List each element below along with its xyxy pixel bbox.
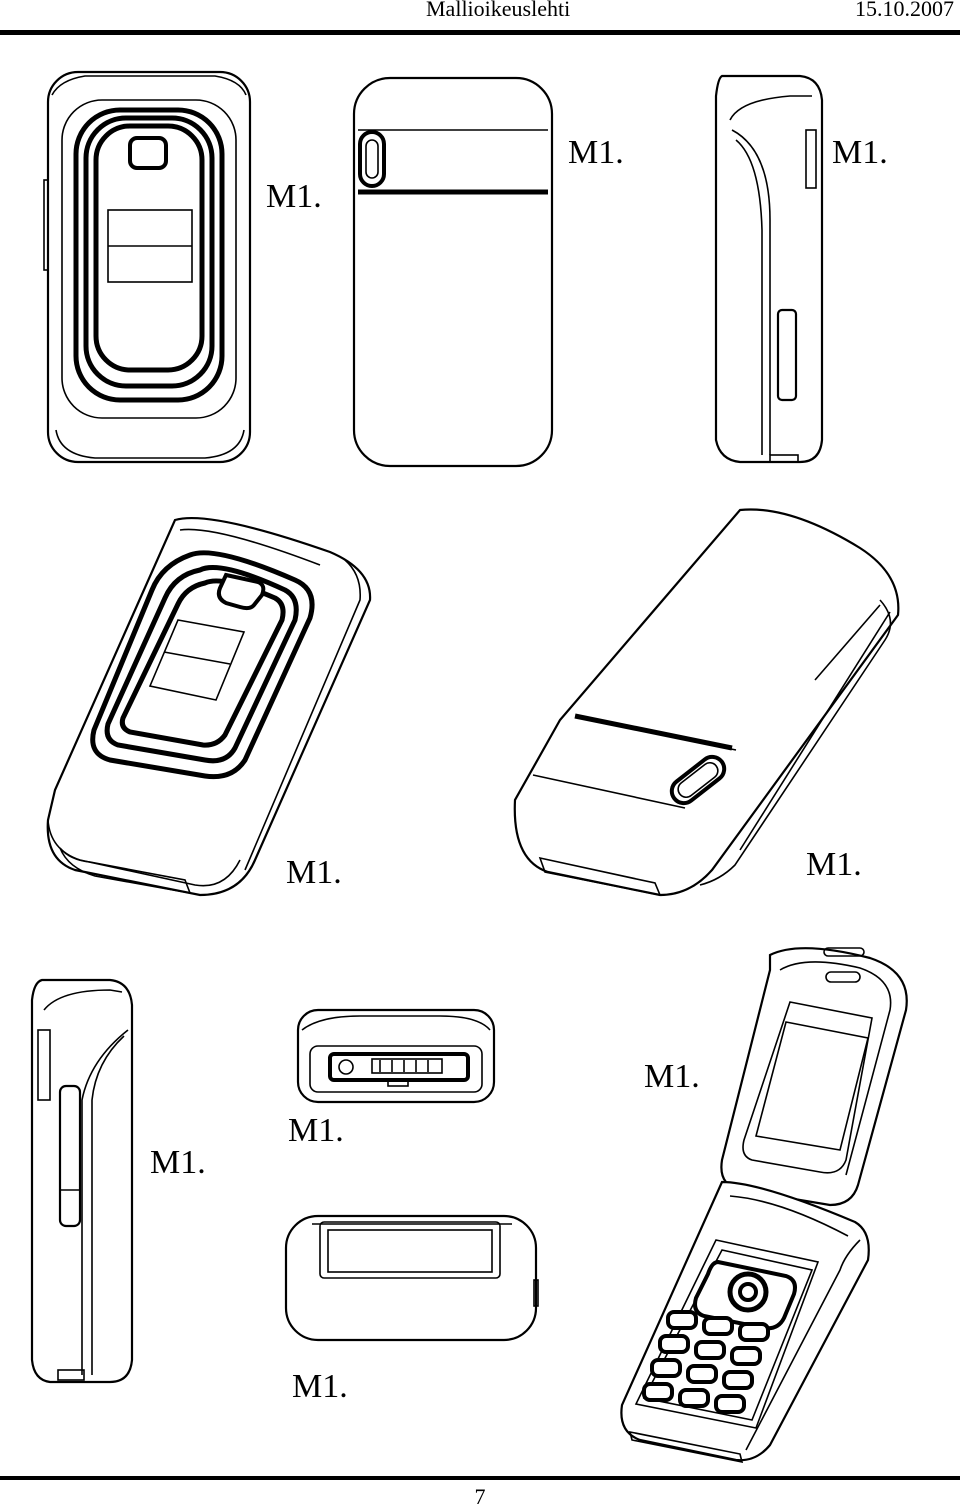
figure-label: M1. [266, 178, 322, 215]
phone-bottom-view-drawing [284, 1214, 539, 1342]
footer-rule [0, 1476, 960, 1480]
figure-label: M1. [568, 134, 624, 171]
phone-side-left-drawing [30, 978, 134, 1384]
header-rule [0, 30, 960, 35]
keypad-keys-group [642, 1310, 770, 1414]
publication-date: 15.10.2007 [855, 0, 954, 21]
figure-label: M1. [806, 846, 862, 883]
figure-label: M1. [150, 1144, 206, 1181]
publication-title: Mallioikeuslehti [426, 0, 571, 21]
phone-top-view-drawing [296, 1008, 496, 1104]
figure-label: M1. [288, 1112, 344, 1149]
page-number: 7 [474, 1484, 486, 1509]
phone-front-closed-drawing [43, 70, 252, 464]
phone-front-perspective-drawing [46, 517, 372, 897]
figure-label: M1. [832, 134, 888, 171]
figure-label: M1. [286, 854, 342, 891]
phone-back-perspective-drawing [513, 508, 900, 897]
page-header: Mallioikeuslehti 15.10.2007 [0, 0, 960, 35]
phone-side-right-drawing [714, 74, 824, 464]
figure-label: M1. [644, 1058, 700, 1095]
phone-back-drawing [352, 76, 554, 468]
figure-label: M1. [292, 1368, 348, 1405]
phone-open-perspective-drawing [620, 947, 908, 1464]
